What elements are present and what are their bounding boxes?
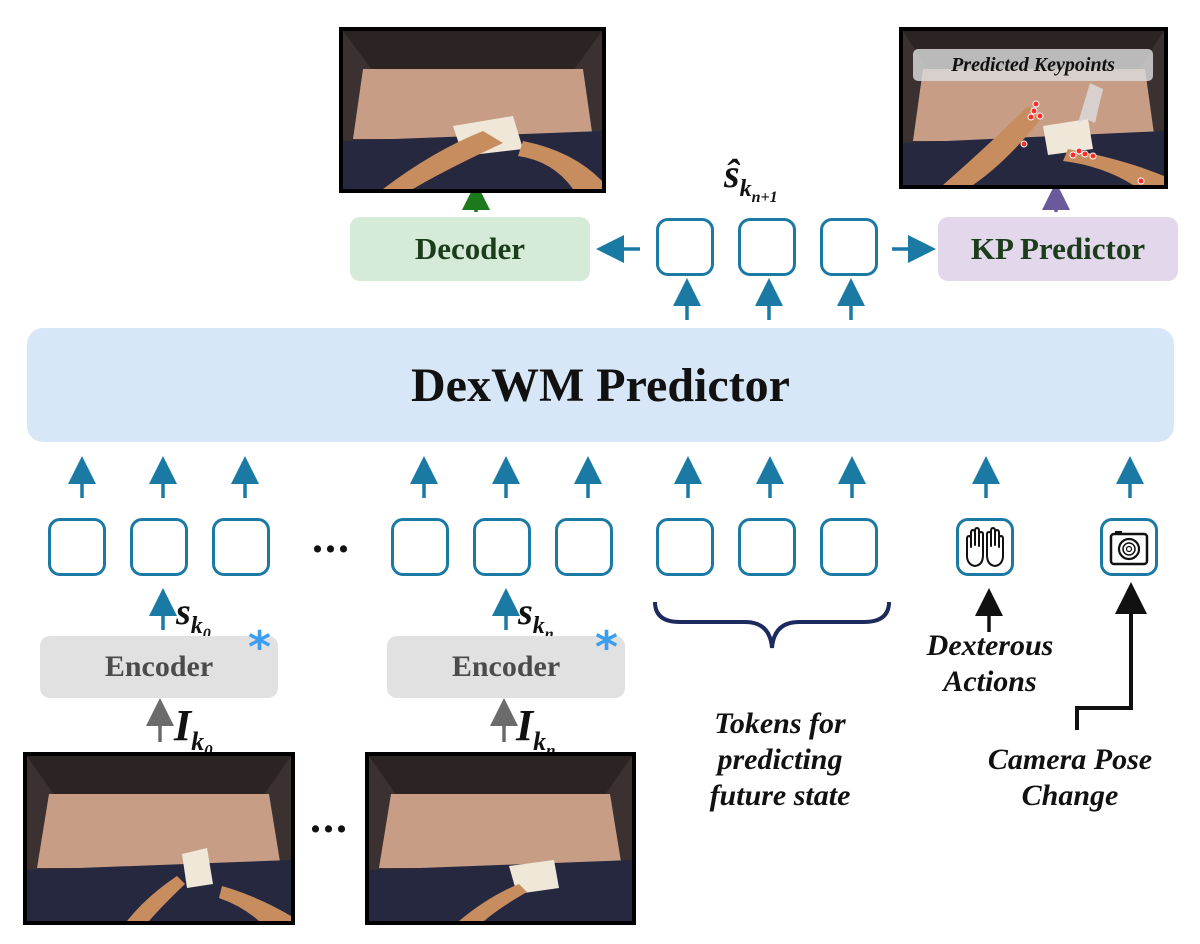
future-token xyxy=(738,518,796,576)
encoder-box-1: Encoder xyxy=(40,636,278,698)
decoder-label: Decoder xyxy=(414,231,526,266)
predicted-token xyxy=(656,218,714,276)
future-token xyxy=(820,518,878,576)
camera-pose-caption: Camera Pose Change xyxy=(987,743,1153,812)
predictor-label: DexWM Predictor xyxy=(411,358,790,412)
hands-icon xyxy=(966,527,1004,567)
decoded-frame-image xyxy=(339,27,606,193)
input-scene-kn-picture xyxy=(369,756,632,921)
encoder-label: Encoder xyxy=(451,650,561,683)
state-token xyxy=(473,518,531,576)
predicted-token xyxy=(738,218,796,276)
future-token xyxy=(656,518,714,576)
state-token xyxy=(48,518,106,576)
kp-predictor-box: KP Predictor xyxy=(938,217,1178,281)
state-token xyxy=(391,518,449,576)
input-scene-k0-picture xyxy=(27,756,291,921)
token-up-arrows xyxy=(68,235,1144,630)
future-tokens-brace xyxy=(653,601,891,649)
ellipsis-tokens: ... xyxy=(312,513,351,562)
predicted-token xyxy=(820,218,878,276)
encoder-box-2: Encoder xyxy=(387,636,625,698)
keypoints-overlay-label: Predicted Keypoints xyxy=(913,49,1153,81)
future-tokens-caption: Tokens for predicting future state xyxy=(709,707,851,812)
state-token xyxy=(555,518,613,576)
predicted-state-symbol: ŝkn+1 xyxy=(724,151,778,206)
input-frame-k0 xyxy=(23,752,295,925)
image-symbol-k0: Ik0 xyxy=(174,701,213,760)
asterisk-icon: * xyxy=(595,622,619,673)
predictor-bar: DexWM Predictor xyxy=(27,328,1174,442)
state-token xyxy=(212,518,270,576)
input-frame-kn xyxy=(365,752,636,925)
decoded-scene-picture xyxy=(343,31,602,189)
state-symbol-kn: skn xyxy=(518,591,554,643)
ellipsis-images: ... xyxy=(310,793,349,842)
kp-predictor-label: KP Predictor xyxy=(970,231,1146,266)
dexterous-actions-caption: Dexterous Actions xyxy=(926,629,1054,698)
state-symbol-k0: sk0 xyxy=(176,591,211,643)
state-token xyxy=(130,518,188,576)
decoder-box: Decoder xyxy=(350,217,590,281)
encoder-label: Encoder xyxy=(104,650,214,683)
image-symbol-kn: Ikn xyxy=(516,701,556,760)
camera-icon xyxy=(1109,531,1149,566)
camera-token xyxy=(1100,518,1158,576)
keypoints-frame-image: Predicted Keypoints xyxy=(899,27,1168,189)
action-token xyxy=(956,518,1014,576)
asterisk-icon: * xyxy=(248,622,272,673)
